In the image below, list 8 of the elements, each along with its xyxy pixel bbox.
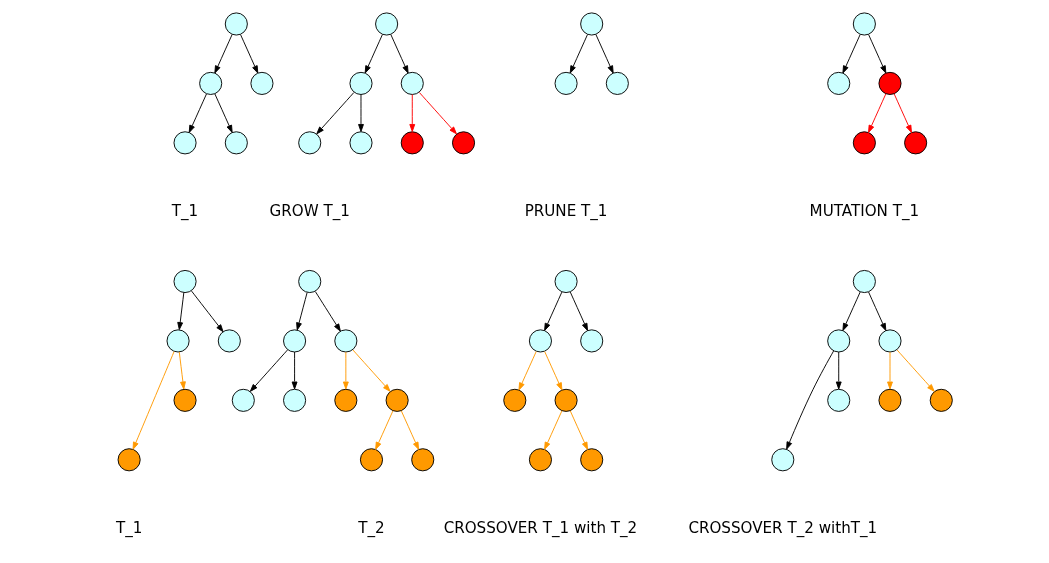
label: T_1 (115, 519, 142, 538)
label: CROSSOVER T_1 with T_2 (443, 519, 637, 538)
label: T_1 (171, 202, 198, 221)
label: T_2 (357, 519, 385, 538)
label: CROSSOVER T_2 withT_1 (687, 519, 877, 538)
label: PRUNE T_1 (524, 202, 607, 221)
label: MUTATION T_1 (809, 202, 919, 221)
label: GROW T_1 (269, 202, 350, 221)
